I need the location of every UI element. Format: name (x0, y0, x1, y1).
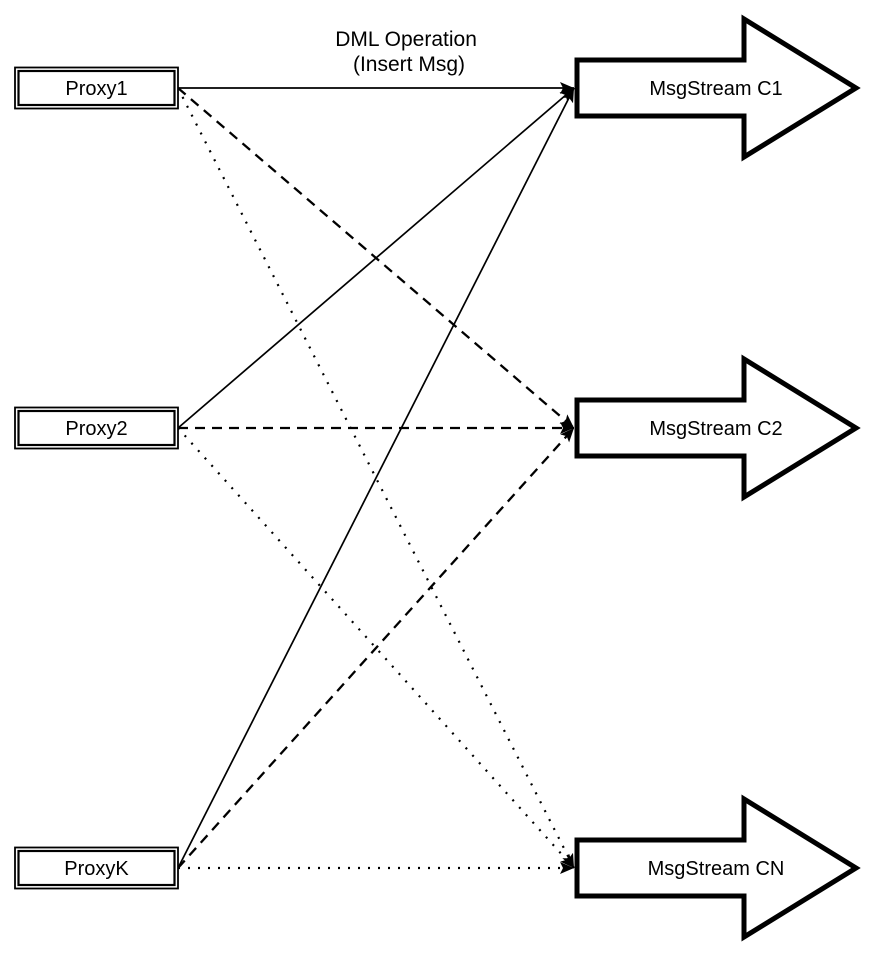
stream-arrow-c1: MsgStream C1 (574, 14, 861, 162)
stream-label: MsgStream C1 (649, 78, 782, 100)
proxy-label: Proxy2 (65, 418, 127, 440)
proxy-box-inner (17, 849, 176, 887)
stream-label: MsgStream C2 (649, 418, 782, 440)
proxy-label: ProxyK (64, 858, 129, 880)
proxy-box-proxy2: Proxy2 (14, 406, 179, 450)
block-arrow-shape (574, 14, 861, 162)
proxy-box-inner (17, 69, 176, 107)
proxy-label: Proxy1 (65, 78, 127, 100)
block-arrow-shape (574, 794, 861, 942)
proxy-box-inner (17, 409, 176, 447)
block-arrow-shape (574, 354, 861, 502)
proxy-box-proxy1: Proxy1 (14, 66, 179, 110)
edge-proxy2-c1 (177, 87, 575, 429)
stream-arrow-c2: MsgStream C2 (574, 354, 861, 502)
diagram-title: DML Operation (Insert Msg) (335, 28, 482, 76)
edge-proxyk-c1 (177, 87, 575, 869)
stream-arrow-cn: MsgStream CN (574, 794, 861, 942)
stream-label: MsgStream CN (648, 858, 785, 880)
diagram-title-line1: DML Operation (335, 28, 477, 51)
edge-proxyk-c2 (177, 427, 575, 869)
diagram-title-line2: (Insert Msg) (353, 53, 465, 76)
proxy-box-proxyk: ProxyK (14, 846, 179, 890)
streams-layer: MsgStream C1 MsgStream C2 MsgStream CN (574, 14, 861, 942)
edges-layer (177, 82, 575, 874)
